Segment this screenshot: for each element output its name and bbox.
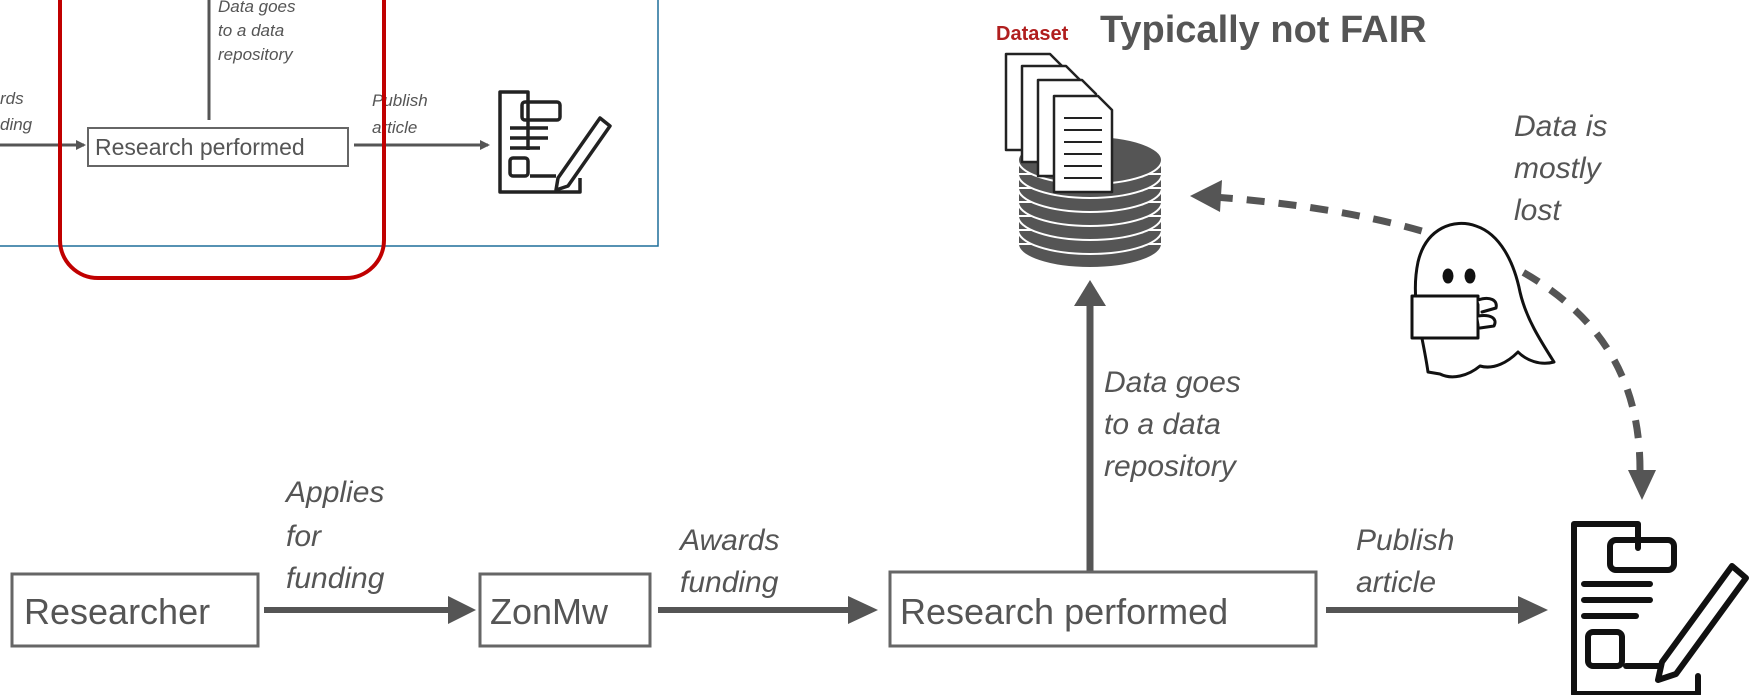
zonmw-label: ZonMw	[490, 591, 609, 632]
publish-label: Publish article	[1356, 524, 1463, 599]
awards-label: Awards funding	[678, 524, 788, 599]
article-icon	[1571, 521, 1749, 695]
research-performed-box	[888, 570, 1318, 648]
zonmw-box	[478, 572, 652, 648]
inset-highlight-box	[58, 0, 386, 280]
inset-article-icon	[498, 90, 612, 194]
data-lost-label: Data is mostly lost	[1514, 110, 1616, 227]
title-typically-not-fair: Typically not FAIR	[1100, 9, 1427, 51]
applies-arrow-head	[448, 596, 476, 624]
inset-border	[0, 0, 659, 247]
document-stack-icon	[1004, 52, 1114, 194]
dataset-label: Dataset	[996, 23, 1069, 45]
inset-data-goes-label: Data goes to a data repository	[218, 0, 300, 64]
inset-diagram: Data goes to a data repository rds ding …	[0, 0, 659, 280]
inset-awards-label: rds ding	[0, 89, 33, 134]
research-performed-label: Research performed	[900, 591, 1228, 632]
awards-arrow-head	[848, 596, 878, 624]
researcher-box	[10, 572, 260, 648]
applies-label: Applies for funding	[284, 476, 393, 595]
data-lost-dashed-arrow	[1199, 192, 1644, 471]
dashed-arrow-head-down	[1628, 470, 1656, 500]
repository-arrow-head	[1074, 280, 1106, 306]
dashed-arrow-head-left	[1190, 180, 1222, 212]
inset-research-box	[87, 127, 349, 167]
publish-arrow-head	[1518, 596, 1548, 624]
ghost-icon	[1410, 221, 1556, 379]
researcher-label: Researcher	[24, 591, 210, 632]
inset-publish-label: Publish article	[372, 91, 433, 137]
data-goes-label: Data goes to a data repository	[1104, 366, 1249, 483]
inset-research-label: Research performed	[95, 134, 305, 160]
